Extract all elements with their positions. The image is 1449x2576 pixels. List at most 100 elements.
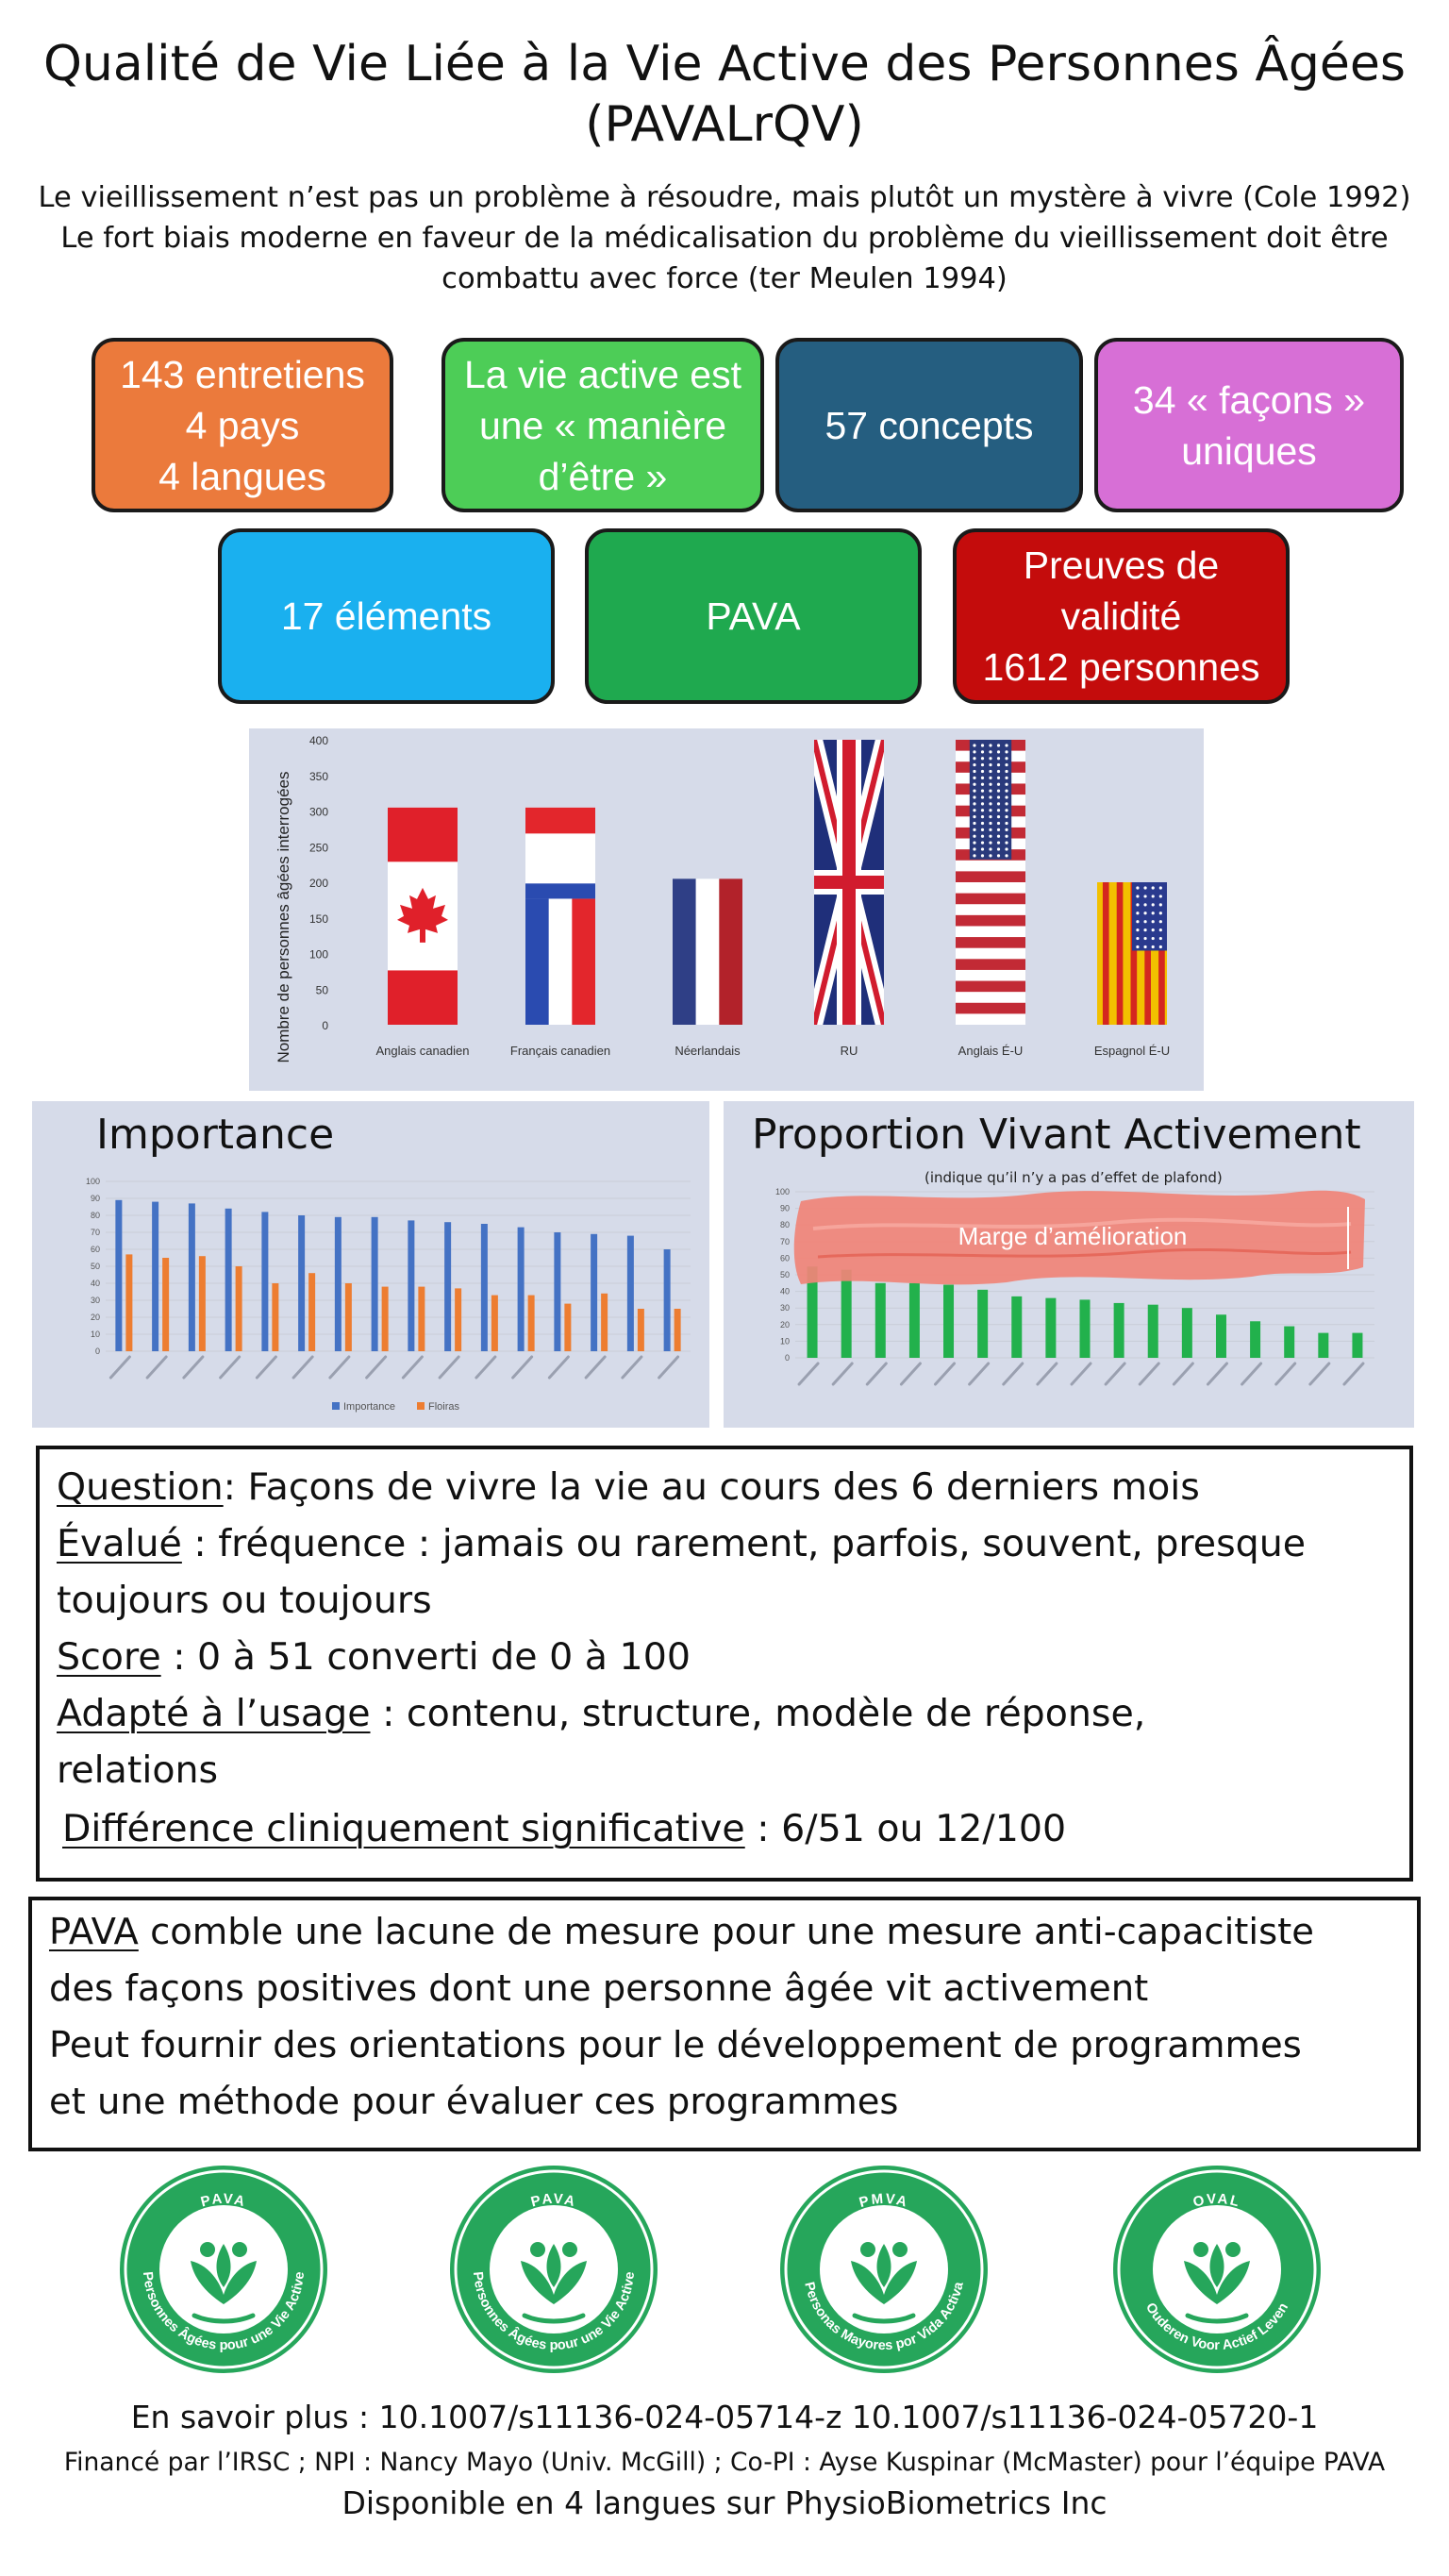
- legend-swatch: [332, 1402, 340, 1410]
- y-tick-label: 40: [780, 1287, 790, 1296]
- pava-line-4: et une méthode pour évaluer ces programm…: [49, 2081, 899, 2123]
- bar: [115, 1199, 123, 1351]
- legend-label: Importance: [343, 1401, 395, 1413]
- logo-ring-outline: [1117, 2169, 1317, 2369]
- bar: [198, 1256, 206, 1351]
- x-tick-label-blur: [219, 1355, 242, 1380]
- bar: [663, 1249, 671, 1351]
- y-tick-label: 100: [86, 1177, 100, 1186]
- legend-swatch: [417, 1402, 425, 1410]
- bar: [298, 1215, 306, 1351]
- bar: [480, 1224, 488, 1351]
- y-tick-label: 100: [309, 948, 328, 962]
- title-line-1: Qualité de Vie Liée à la Vie Active des …: [42, 36, 1406, 92]
- y-tick-label: 60: [91, 1245, 100, 1254]
- y-tick-label: 70: [91, 1228, 100, 1237]
- y-tick-label: 40: [91, 1279, 100, 1288]
- bar: [418, 1286, 425, 1351]
- x-tick-label: Français canadien: [510, 1044, 610, 1058]
- bar: [408, 1220, 415, 1351]
- x-tick-label-blur: [1104, 1362, 1126, 1386]
- logo-ring-outline: [454, 2169, 654, 2369]
- bar-nl: [673, 878, 742, 1025]
- logo-top-text: OVAL: [1191, 2191, 1242, 2211]
- x-tick-label-blur: [1002, 1362, 1024, 1386]
- box-concepts: 57 concepts: [775, 338, 1083, 512]
- pava-label: PAVA: [49, 1911, 139, 1953]
- question-box: Question: Façons de vivre la vie au cour…: [36, 1446, 1413, 1882]
- x-tick-label-blur: [291, 1355, 314, 1380]
- y-tick-label: 90: [91, 1194, 100, 1203]
- x-tick-label-blur: [438, 1355, 460, 1380]
- bar: [455, 1288, 462, 1351]
- question-label: Question: [57, 1465, 224, 1509]
- x-tick-label-blur: [1206, 1362, 1228, 1386]
- x-tick-label-blur: [797, 1362, 820, 1386]
- subtitle-quotes: Le vieillissement n’est pas un problème …: [28, 177, 1421, 299]
- logo-ring-outline: [124, 2169, 324, 2369]
- bar-uk: [814, 740, 884, 1025]
- plant-people-icon: [851, 2242, 917, 2324]
- adapte-text: : contenu, structure, modèle de réponse,: [370, 1692, 1146, 1735]
- x-tick-label-blur: [899, 1362, 922, 1386]
- bar: [381, 1286, 389, 1351]
- bar: [334, 1216, 341, 1351]
- marge-label: Marge d’amélioration: [958, 1222, 1188, 1250]
- bar: [874, 1282, 886, 1358]
- y-tick-label: 10: [91, 1330, 100, 1339]
- proportion-title: Proportion Vivant Activement: [752, 1111, 1361, 1159]
- x-tick-label-blur: [547, 1355, 570, 1380]
- x-tick-label-blur: [511, 1355, 534, 1380]
- x-tick-label-blur: [831, 1362, 854, 1386]
- plant-people-icon: [191, 2242, 257, 2324]
- bar: [1181, 1308, 1192, 1358]
- bar: [943, 1284, 955, 1358]
- subtitle-line-2: Le fort biais moderne en faveur de la mé…: [60, 222, 1389, 255]
- x-tick-label-blur: [108, 1355, 131, 1380]
- y-tick-label: 10: [780, 1336, 790, 1346]
- x-tick-label-blur: [584, 1355, 607, 1380]
- difference-text: : 6/51 ou 12/100: [744, 1807, 1067, 1850]
- pava-line-1-text: comble une lacune de mesure pour une mes…: [138, 1911, 1314, 1953]
- bar: [601, 1293, 608, 1351]
- bar: [272, 1283, 279, 1351]
- bar: [977, 1289, 989, 1358]
- y-tick-label: 80: [780, 1220, 790, 1229]
- pava-summary-box: PAVA comble une lacune de mesure pour un…: [28, 1897, 1421, 2151]
- x-tick-label-blur: [621, 1355, 643, 1380]
- box-elements: 17 éléments: [218, 528, 555, 704]
- bar-usesp: [1097, 882, 1167, 1025]
- adapte-line-2: relations: [57, 1748, 219, 1792]
- score-label: Score: [57, 1635, 161, 1679]
- bar: [444, 1222, 452, 1351]
- x-tick-label-blur: [865, 1362, 888, 1386]
- bar: [235, 1266, 242, 1351]
- footer-line-2: Financé par l’IRSC ; NPI : Nancy Mayo (U…: [63, 2448, 1386, 2477]
- page-title: Qualité de Vie Liée à la Vie Active des …: [0, 34, 1449, 155]
- proportion-panel: Proportion Vivant Activement (indique qu…: [724, 1101, 1414, 1428]
- x-tick-label-blur: [1308, 1362, 1331, 1386]
- y-tick-label: 100: [775, 1187, 790, 1196]
- question-text: : Façons de vivre la vie au cours des 6 …: [223, 1465, 1200, 1509]
- x-tick-label: RU: [841, 1044, 858, 1058]
- x-tick-label-blur: [1342, 1362, 1365, 1386]
- evalue-line-2: toujours ou toujours: [57, 1579, 432, 1622]
- y-tick-label: 50: [316, 983, 329, 996]
- adapte-label: Adapté à l’usage: [57, 1692, 371, 1735]
- y-axis-label: Nombre de personnes âgées interrogées: [275, 771, 292, 1062]
- bar: [908, 1282, 920, 1358]
- y-tick-label: 50: [780, 1270, 790, 1280]
- x-tick-label: Anglais É-U: [958, 1044, 1024, 1058]
- bar: [344, 1283, 352, 1351]
- x-tick-label-blur: [934, 1362, 957, 1386]
- x-tick-label-blur: [1036, 1362, 1058, 1386]
- bar: [674, 1309, 681, 1351]
